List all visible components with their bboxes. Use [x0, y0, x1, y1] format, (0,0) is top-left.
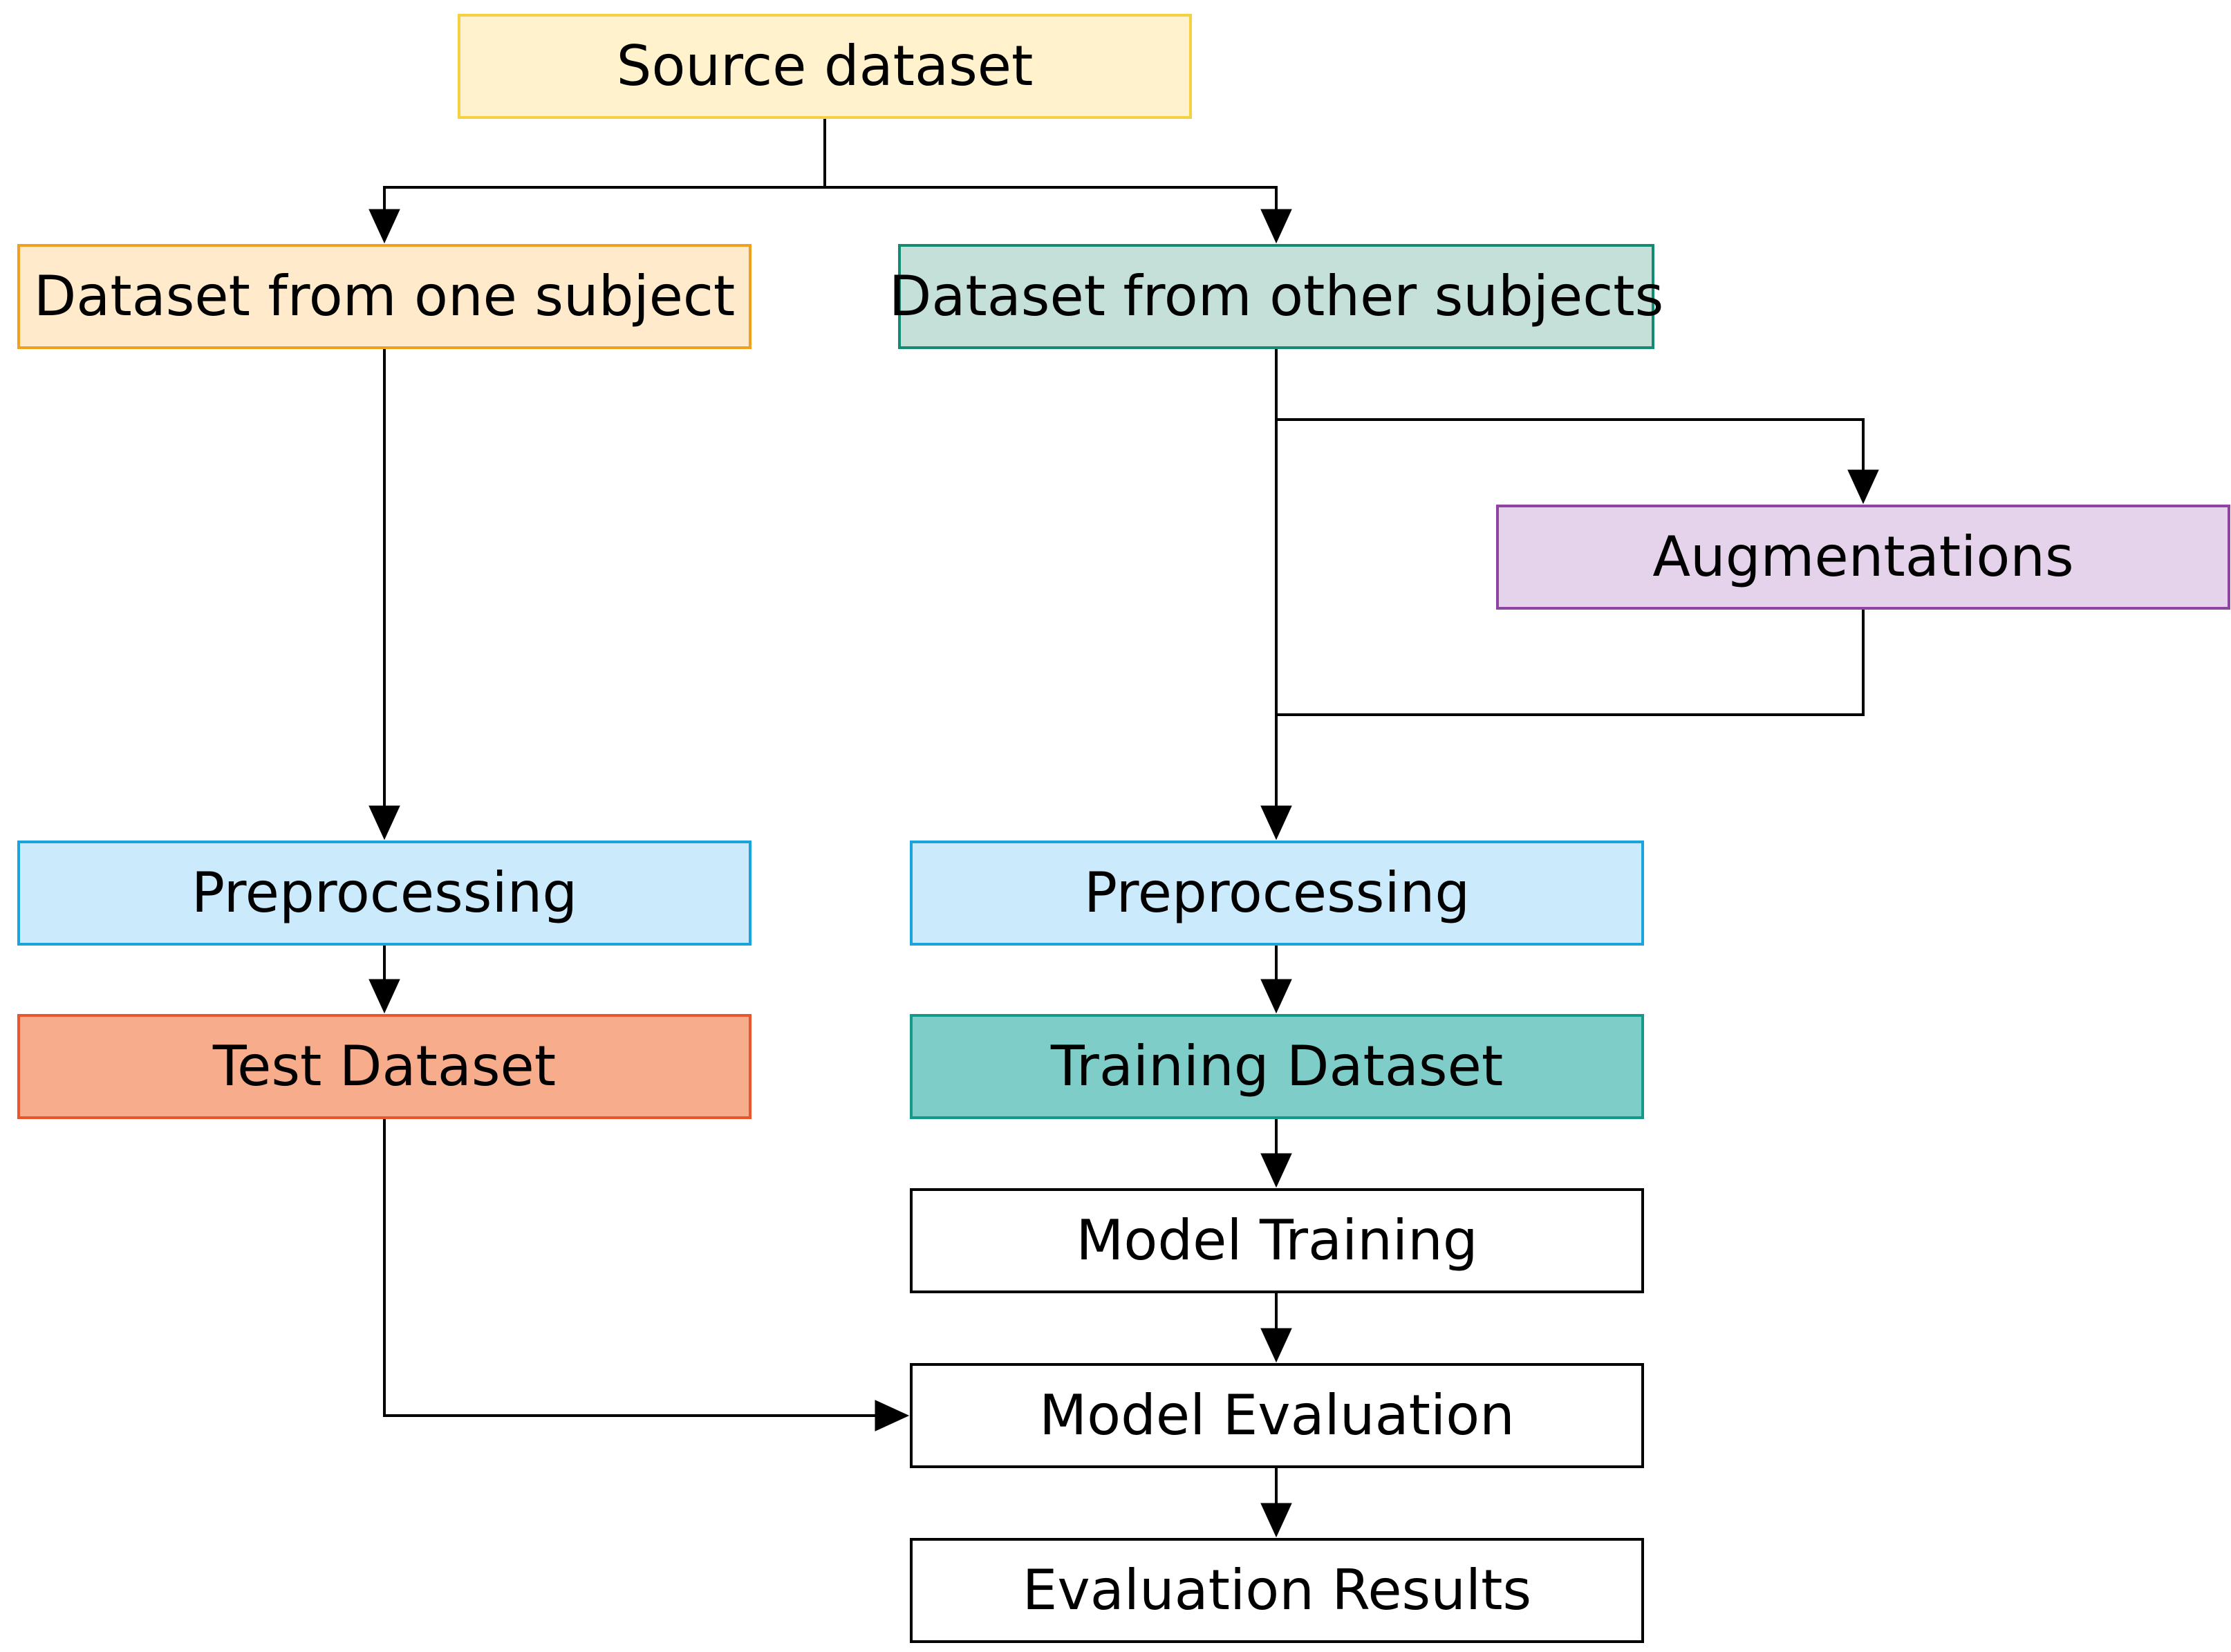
arrowhead-one-subject [368, 209, 400, 244]
node-dataset-from-other-subjects: Dataset from other subjects [889, 244, 1663, 349]
arrowhead-preprocessing-left [368, 805, 400, 841]
edge-augmentations-to-preprocessing [1276, 610, 1865, 716]
node-label: Source dataset [616, 34, 1034, 98]
node-training-dataset: Training Dataset [910, 1014, 1644, 1119]
node-label: Dataset from one subject [33, 264, 736, 328]
node-label: Model Evaluation [1039, 1383, 1515, 1447]
node-evaluation-results: Evaluation Results [910, 1538, 1644, 1643]
node-augmentations: Augmentations [1496, 505, 2230, 610]
node-preprocessing-left: Preprocessing [17, 841, 752, 946]
arrowhead-model-evaluation [1260, 1328, 1292, 1363]
edge-test-dataset-to-model-evaluation [383, 1119, 905, 1417]
node-label: Preprocessing [1083, 861, 1471, 925]
arrowhead-preprocessing-right [1260, 805, 1292, 841]
edge-source-to-other-subjects [825, 186, 1278, 239]
node-dataset-from-one-subject: Dataset from one subject [17, 244, 752, 349]
arrowhead-augmentations [1847, 469, 1879, 505]
arrowhead-model-training [1260, 1153, 1292, 1188]
node-source-dataset: Source dataset [458, 14, 1192, 119]
arrowhead-test-dataset [368, 979, 400, 1014]
arrowhead-model-evaluation-from-test [875, 1400, 910, 1432]
node-label: Dataset from other subjects [888, 264, 1664, 328]
node-model-training: Model Training [910, 1188, 1644, 1293]
node-label: Preprocessing [191, 861, 578, 925]
arrowhead-other-subjects [1260, 209, 1292, 244]
node-preprocessing-right: Preprocessing [910, 841, 1644, 946]
node-label: Training Dataset [1050, 1034, 1504, 1098]
node-test-dataset: Test Dataset [17, 1014, 752, 1119]
arrowhead-training-dataset [1260, 979, 1292, 1014]
arrowhead-evaluation-results [1260, 1503, 1292, 1538]
node-label: Augmentations [1652, 525, 2074, 589]
edge-source-to-one-subject [383, 119, 826, 239]
node-label: Model Training [1076, 1208, 1478, 1273]
node-label: Test Dataset [212, 1034, 557, 1098]
node-model-evaluation: Model Evaluation [910, 1363, 1644, 1468]
edge-other-subjects-to-augmentations [1276, 418, 1865, 500]
node-label: Evaluation Results [1022, 1558, 1532, 1622]
